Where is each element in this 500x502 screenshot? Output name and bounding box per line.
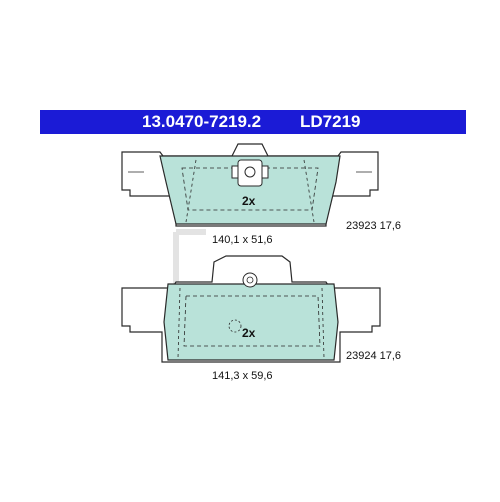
lower-friction-pad: [163, 283, 339, 361]
upper-friction-pad: [159, 155, 341, 225]
header-bar: 13.0470-7219.2 LD7219: [40, 110, 466, 134]
lower-pad: [121, 255, 381, 363]
lower-pad-quantity: 2x: [242, 326, 256, 340]
upper-pad-dimensions: 140,1 x 51,6: [212, 234, 273, 246]
lower-wear-sensor-hole: [242, 272, 258, 288]
part-number: 13.0470-7219.2: [142, 112, 262, 131]
lower-pad-dimensions: 141,3 x 59,6: [212, 370, 273, 382]
upper-pad: [121, 143, 379, 227]
reference-code: LD7219: [300, 112, 361, 131]
upper-pad-article: 23923 17,6: [346, 220, 402, 232]
upper-pad-quantity: 2x: [242, 194, 256, 208]
upper-wear-sensor-clip: [231, 159, 269, 187]
lower-pad-article: 23924 17,6: [346, 350, 402, 362]
